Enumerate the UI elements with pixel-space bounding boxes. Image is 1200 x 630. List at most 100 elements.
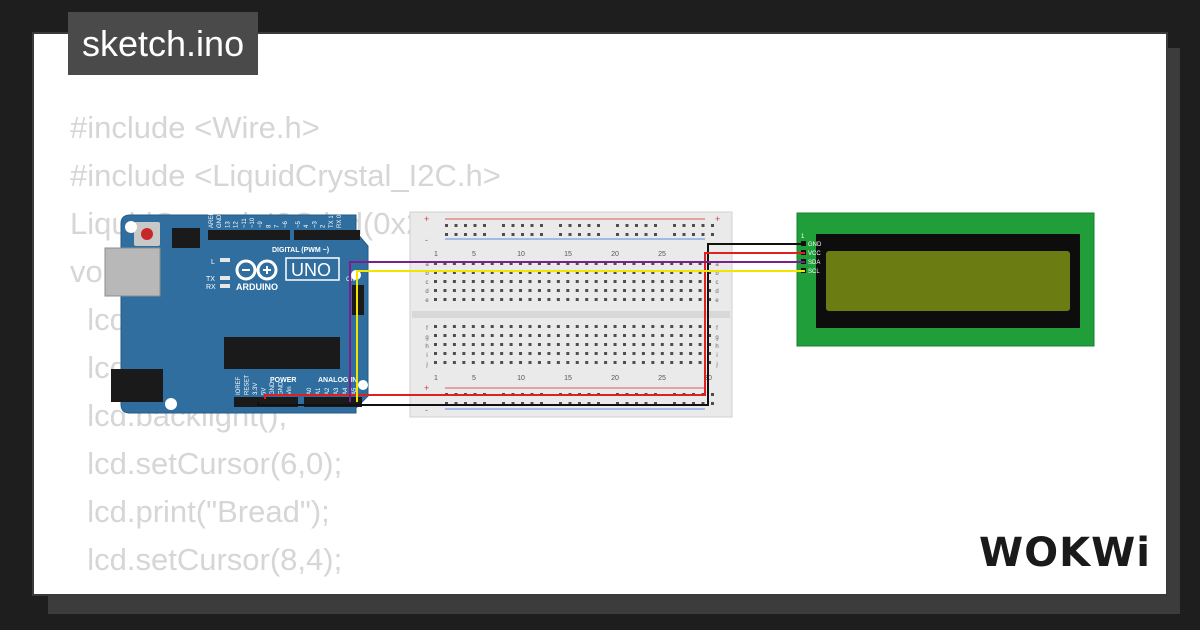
breadboard-hole[interactable] — [632, 262, 636, 265]
breadboard-hole[interactable] — [578, 224, 581, 227]
breadboard-hole[interactable] — [708, 325, 712, 328]
breadboard-hole[interactable] — [679, 334, 683, 337]
breadboard-hole[interactable] — [604, 271, 608, 274]
breadboard-hole[interactable] — [568, 402, 572, 405]
breadboard-hole[interactable] — [660, 262, 664, 265]
breadboard-hole[interactable] — [547, 325, 551, 328]
breadboard-hole[interactable] — [632, 271, 636, 274]
breadboard-hole[interactable] — [585, 361, 589, 364]
breadboard-hole[interactable] — [556, 271, 560, 274]
breadboard-hole[interactable] — [530, 233, 534, 236]
breadboard-hole[interactable] — [568, 233, 572, 236]
breadboard-hole[interactable] — [625, 233, 629, 236]
breadboard-hole[interactable] — [452, 361, 456, 364]
breadboard-hole[interactable] — [537, 271, 541, 274]
breadboard-hole[interactable] — [575, 352, 579, 355]
breadboard-hole[interactable] — [689, 262, 693, 265]
breadboard-hole[interactable] — [698, 361, 702, 364]
breadboard-hole[interactable] — [613, 298, 617, 301]
breadboard-hole[interactable] — [519, 343, 523, 346]
breadboard-hole[interactable] — [651, 325, 655, 328]
breadboard-hole[interactable] — [537, 298, 541, 301]
breadboard-hole[interactable] — [452, 280, 456, 283]
breadboard-hole[interactable] — [509, 325, 513, 328]
breadboard-hole[interactable] — [490, 334, 494, 337]
breadboard-hole[interactable] — [613, 352, 617, 355]
breadboard-hole[interactable] — [679, 262, 683, 265]
breadboard-hole[interactable] — [434, 334, 437, 337]
wire-vcc[interactable] — [264, 252, 805, 399]
breadboard-hole[interactable] — [434, 352, 437, 355]
breadboard-hole[interactable] — [594, 343, 598, 346]
breadboard-hole[interactable] — [632, 325, 636, 328]
breadboard-hole[interactable] — [708, 262, 712, 265]
breadboard-hole[interactable] — [632, 280, 636, 283]
breadboard-hole[interactable] — [644, 224, 648, 227]
breadboard-hole[interactable] — [537, 262, 541, 265]
breadboard-hole[interactable] — [604, 289, 608, 292]
breadboard-hole[interactable] — [556, 334, 560, 337]
breadboard-hole[interactable] — [537, 361, 541, 364]
breadboard-hole[interactable] — [521, 224, 524, 227]
breadboard-hole[interactable] — [566, 298, 570, 301]
breadboard-hole[interactable] — [682, 233, 686, 236]
breadboard-hole[interactable] — [644, 402, 648, 405]
breadboard-hole[interactable] — [613, 280, 617, 283]
breadboard-hole[interactable] — [708, 271, 712, 274]
breadboard-hole[interactable] — [585, 334, 589, 337]
breadboard-hole[interactable] — [559, 402, 562, 405]
breadboard-hole[interactable] — [500, 334, 504, 337]
breadboard-hole[interactable] — [708, 298, 712, 301]
breadboard-hole[interactable] — [613, 343, 617, 346]
breadboard-hole[interactable] — [632, 334, 636, 337]
breadboard-hole[interactable] — [670, 271, 674, 274]
breadboard-hole[interactable] — [519, 361, 523, 364]
breadboard-hole[interactable] — [528, 352, 532, 355]
breadboard-hole[interactable] — [434, 262, 437, 265]
breadboard-hole[interactable] — [490, 280, 494, 283]
breadboard-hole[interactable] — [594, 280, 598, 283]
breadboard-hole[interactable] — [613, 262, 617, 265]
breadboard-hole[interactable] — [521, 402, 524, 405]
breadboard-hole[interactable] — [585, 343, 589, 346]
breadboard-hole[interactable] — [594, 298, 598, 301]
breadboard-hole[interactable] — [462, 271, 466, 274]
breadboard-hole[interactable] — [641, 325, 645, 328]
breadboard-hole[interactable] — [670, 334, 674, 337]
breadboard-hole[interactable] — [594, 289, 598, 292]
breadboard-hole[interactable] — [594, 325, 598, 328]
breadboard-hole[interactable] — [708, 334, 712, 337]
breadboard-hole[interactable] — [670, 361, 674, 364]
breadboard-hole[interactable] — [547, 262, 551, 265]
breadboard-hole[interactable] — [556, 352, 560, 355]
breadboard-hole[interactable] — [452, 262, 456, 265]
breadboard-hole[interactable] — [623, 298, 626, 301]
breadboard-hole[interactable] — [556, 361, 560, 364]
breadboard-hole[interactable] — [594, 262, 598, 265]
breadboard-hole[interactable] — [651, 334, 655, 337]
breadboard-hole[interactable] — [651, 289, 655, 292]
breadboard-hole[interactable] — [670, 352, 674, 355]
breadboard-hole[interactable] — [689, 352, 693, 355]
breadboard-hole[interactable] — [594, 334, 598, 337]
breadboard-hole[interactable] — [443, 334, 447, 337]
breadboard-hole[interactable] — [670, 343, 674, 346]
breadboard-hole[interactable] — [481, 280, 485, 283]
breadboard-hole[interactable] — [604, 325, 608, 328]
breadboard-hole[interactable] — [682, 224, 686, 227]
breadboard-hole[interactable] — [471, 280, 475, 283]
breadboard-hole[interactable] — [528, 262, 532, 265]
breadboard-hole[interactable] — [519, 334, 523, 337]
breadboard-hole[interactable] — [434, 361, 437, 364]
breadboard-hole[interactable] — [604, 262, 608, 265]
breadboard-hole[interactable] — [509, 361, 513, 364]
breadboard-hole[interactable] — [464, 224, 467, 227]
breadboard-hole[interactable] — [464, 402, 467, 405]
breadboard-hole[interactable] — [509, 298, 513, 301]
breadboard-hole[interactable] — [490, 298, 494, 301]
breadboard-hole[interactable] — [698, 262, 702, 265]
breadboard-hole[interactable] — [537, 289, 541, 292]
breadboard-hole[interactable] — [556, 280, 560, 283]
